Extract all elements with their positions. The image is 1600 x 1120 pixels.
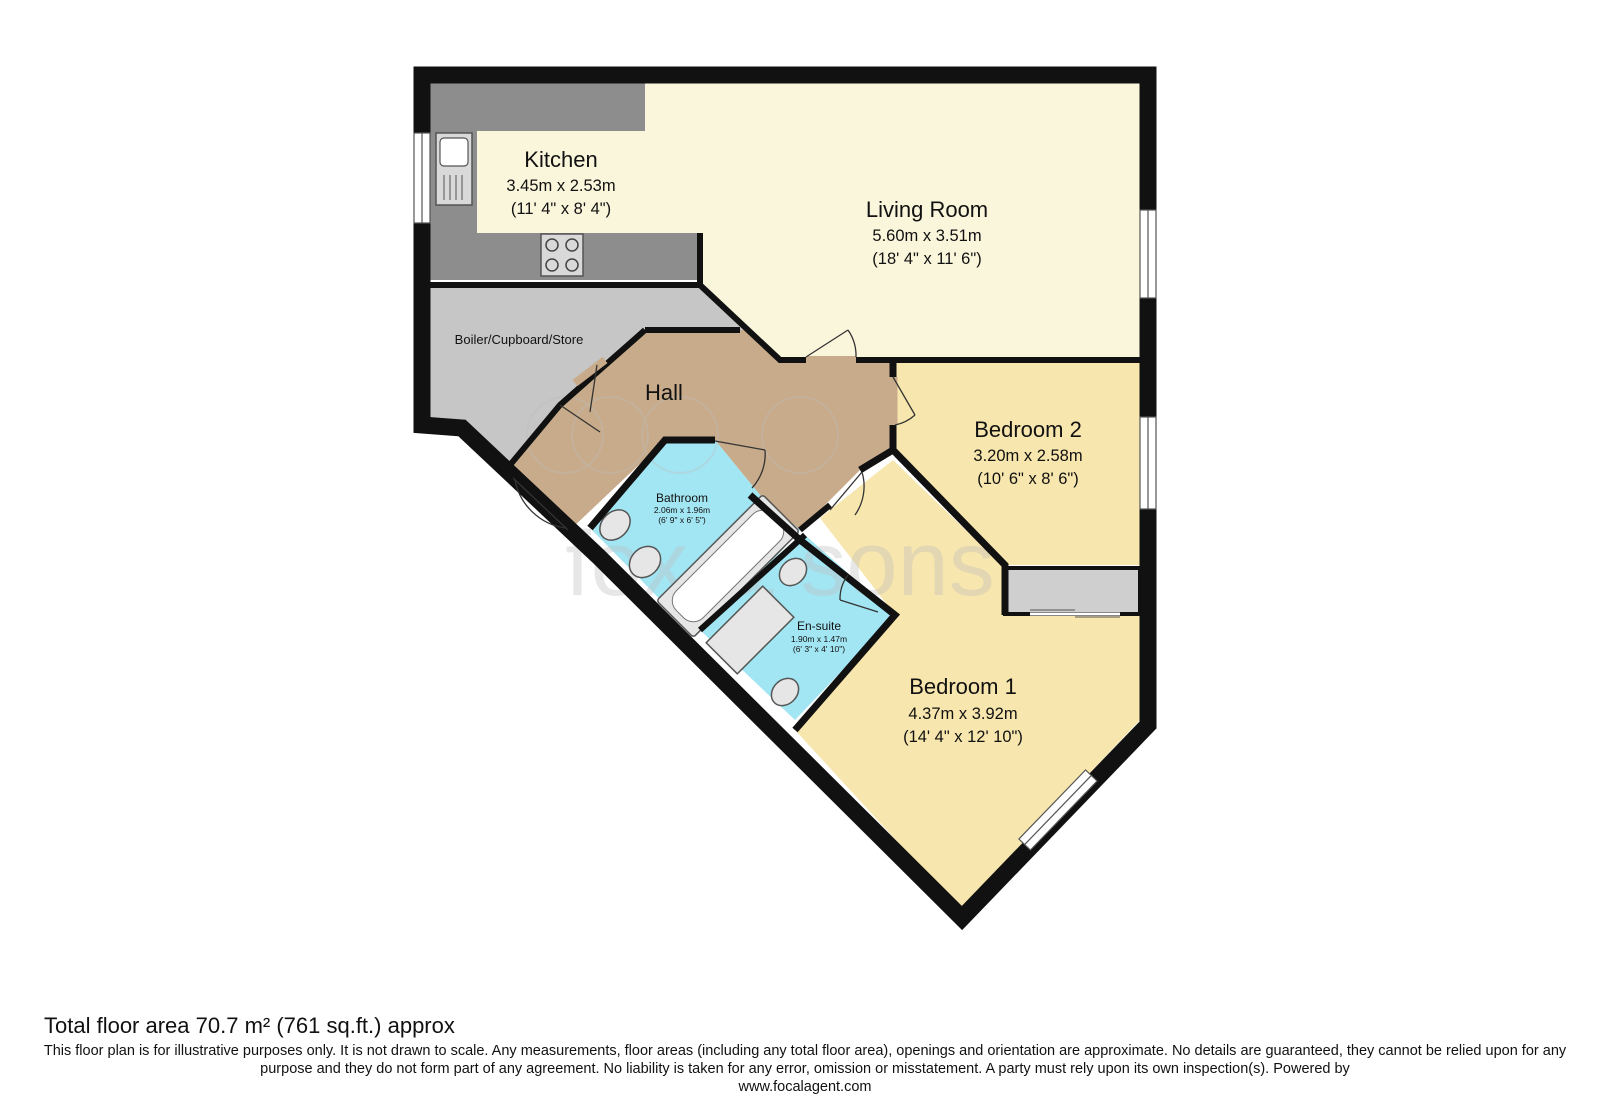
bathroom-metric: 2.06m x 1.96m: [654, 505, 710, 515]
label-bathroom: Bathroom 2.06m x 1.96m (6' 9" x 6' 5"): [654, 491, 710, 525]
bedroom-2-metric: 3.20m x 2.58m: [973, 447, 1082, 465]
kitchen-metric: 3.45m x 2.53m: [506, 177, 615, 195]
basin-ensuite: [778, 557, 808, 587]
hall-floor: [510, 330, 893, 530]
bedroom-2-imperial: (10' 6" x 8' 6"): [977, 470, 1078, 488]
total-floor-area: Total floor area 70.7 m² (761 sq.ft.) ap…: [44, 1013, 455, 1038]
label-kitchen: Kitchen 3.45m x 2.53m (11' 4" x 8' 4"): [506, 147, 615, 218]
living-room-name: Living Room: [866, 197, 988, 222]
sink: [435, 132, 473, 206]
label-ensuite: En-suite 1.90m x 1.47m (6' 3" x 4' 10"): [791, 619, 847, 654]
bedroom-1-name: Bedroom 1: [909, 674, 1017, 699]
ensuite-metric: 1.90m x 1.47m: [791, 634, 847, 644]
bathroom-imperial: (6' 9" x 6' 5"): [658, 515, 706, 525]
outer-wall: [413, 66, 1157, 931]
window-bedroom-1: [1018, 769, 1098, 851]
bedroom-1-floor: [795, 460, 1140, 910]
living-room-floor: [430, 83, 1140, 360]
basin-bathroom: [628, 545, 662, 579]
bedroom-2-name: Bedroom 2: [974, 417, 1082, 442]
ensuite-floor: [700, 535, 895, 720]
disclaimer-block: This floor plan is for illustrative purp…: [30, 1042, 1580, 1096]
label-bedroom-2: Bedroom 2 3.20m x 2.58m (10' 6" x 8' 6"): [973, 417, 1082, 488]
focalagent-link[interactable]: www.focalagent.com: [738, 1079, 872, 1095]
store-name: Boiler/Cupboard/Store: [455, 332, 584, 347]
bathroom-name: Bathroom: [656, 491, 708, 505]
disclaimer-text: This floor plan is for illustrative purp…: [43, 1043, 1567, 1077]
label-bedroom-1: Bedroom 1 4.37m x 3.92m (14' 4" x 12' 10…: [903, 674, 1023, 746]
kitchen-imperial: (11' 4" x 8' 4"): [511, 200, 611, 218]
shower-ensuite: [705, 585, 795, 675]
floor-plan: fox & sons: [413, 66, 1157, 931]
footer: Total floor area 70.7 m² (761 sq.ft.) ap…: [30, 1012, 1580, 1096]
hob: [540, 233, 584, 277]
bedroom-1-metric: 4.37m x 3.92m: [908, 705, 1017, 723]
hall-name: Hall: [645, 380, 683, 405]
doors: [512, 329, 916, 613]
toilet-ensuite: [770, 677, 800, 707]
ensuite-imperial: (6' 3" x 4' 10"): [793, 644, 845, 654]
ensuite-name: En-suite: [797, 619, 841, 633]
living-room-imperial: (18' 4" x 11' 6"): [872, 250, 981, 268]
label-living-room: Living Room 5.60m x 3.51m (18' 4" x 11' …: [866, 197, 988, 268]
living-room-metric: 5.60m x 3.51m: [872, 227, 981, 245]
bath-bathroom: [657, 495, 799, 637]
windows: [413, 132, 1157, 851]
kitchen-name: Kitchen: [524, 147, 597, 172]
wardrobe: [1003, 566, 1142, 618]
bedroom-1-imperial: (14' 4" x 12' 10"): [903, 728, 1023, 746]
toilet-bathroom: [599, 509, 631, 541]
